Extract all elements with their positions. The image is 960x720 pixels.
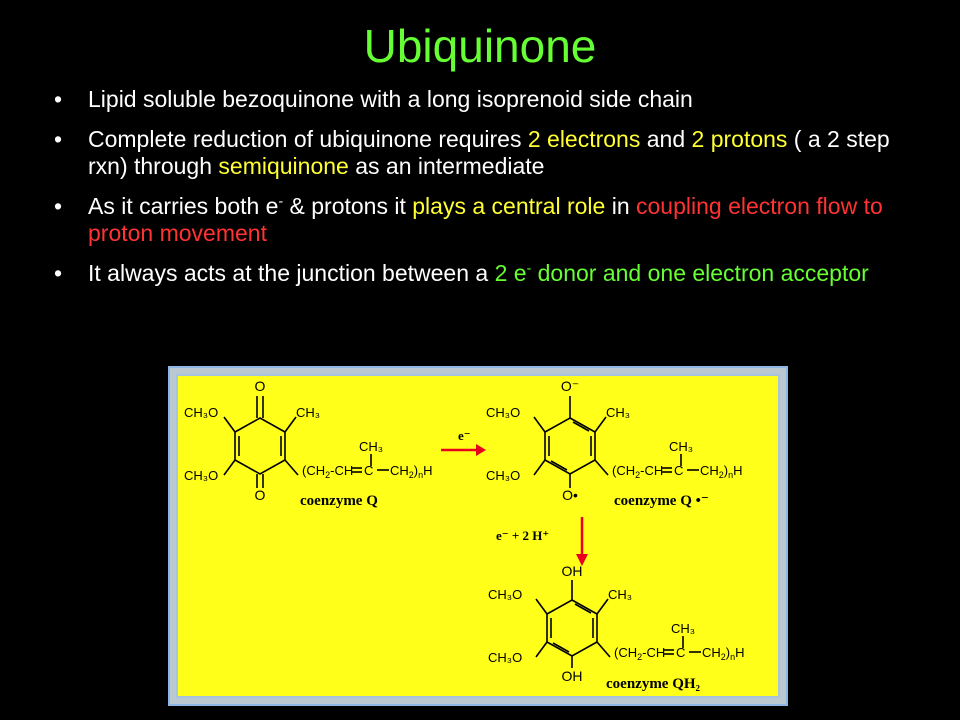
bullet-text: As it carries both e [88,193,279,219]
bullet-text: and [640,126,692,152]
svg-text:(CH2-CH: (CH2-CH [614,645,665,662]
methoxy-label: CH₃O [184,468,218,483]
svg-text:C: C [364,463,373,478]
slide-title: Ubiquinone [363,20,597,72]
diagram-panel [176,374,780,698]
bullet-text: in [605,193,636,219]
top-oxygen-label: O [255,378,266,394]
bullet-text: donor and one electron acceptor [531,260,869,286]
bullet-item: • It always acts at the junction between … [52,260,912,287]
isoprenoid-chain-label: (CH2-CH C CH2)nH [302,463,433,480]
bullet-text: It always acts at the junction between a [88,260,495,286]
bullet-item: • As it carries both e- & protons it play… [52,193,912,247]
bottom-oxygen-label: O• [562,487,578,503]
isoprenoid-chain-label: (CH2-CH C CH2)nH [612,463,743,480]
reduction-arrow-1: e⁻ [441,428,486,456]
bullet-text: Lipid soluble bezoquinone with a long is… [88,86,693,112]
top-hydroxyl-label: OH [562,563,583,579]
molecule-name: coenzyme Q [300,493,378,509]
bullet-text: 2 electrons [527,126,641,152]
molecule-coenzyme-q: O O CH₃O CH₃O CH₃ CH₃ (CH2-CH C CH2)nH c… [184,378,433,509]
top-oxygen-label: O⁻ [561,378,579,394]
bullet-text: semiquinone [218,153,349,179]
bullet-list: • Lipid soluble bezoquinone with a long i… [52,86,912,300]
svg-text:C: C [674,463,683,478]
bullet-item: • Complete reduction of ubiquinone requir… [52,126,912,180]
svg-text:C: C [676,645,685,660]
bullet-text: 2 protons [691,126,788,152]
methoxy-label: CH₃O [488,587,522,602]
bullet-dot-icon: • [54,86,63,112]
reduction-arrow-2: e⁻ + 2 H⁺ [496,517,588,566]
bottom-oxygen-label: O [255,487,266,503]
bullet-text: as an intermediate [348,153,545,179]
methoxy-label: CH₃O [486,468,520,483]
molecule-semiquinone: O⁻ O• CH₃O CH₃O CH₃ CH₃ (CH2-CH C CH2)nH… [486,378,743,509]
molecule-ubiquinol: OH OH CH₃O CH₃O CH₃ CH₃ (CH2-CH C CH2)nH… [488,563,745,692]
bullet-text: ( a 2 step rxn) through [88,126,890,179]
svg-text:(CH2-CH: (CH2-CH [302,463,353,480]
chain-methyl-label: CH₃ [669,439,693,454]
bullet-dot-icon: • [54,260,63,286]
bullet-dot-icon: • [54,126,63,152]
molecule-name: coenzyme Q •⁻ [614,493,709,509]
arrow1-label: e⁻ [458,428,471,443]
methoxy-label: CH₃O [184,405,218,420]
bullet-text: plays a central role [412,193,606,219]
molecule-name: coenzyme QH₂ [606,676,701,692]
ubiquinone-reduction-diagram: O O CH₃O CH₃O CH₃ CH₃ (CH2-CH C CH2)nH c… [184,378,745,692]
svg-text:CH2)nH: CH2)nH [702,645,745,662]
bullet-text: Complete reduction of ubiquinone require… [88,126,528,152]
methyl-label: CH₃ [608,587,632,602]
chain-methyl-label: CH₃ [671,621,695,636]
isoprenoid-chain-label: (CH2-CH C CH2)nH [614,645,745,662]
bullet-text: coupling electron flow to proton movemen… [88,193,883,246]
bullet-text: - [526,259,532,276]
methoxy-label: CH₃O [488,650,522,665]
svg-text:CH2)nH: CH2)nH [390,463,433,480]
bullet-text: 2 e [494,260,527,286]
bullet-text: - [278,192,284,209]
bullet-dot-icon: • [54,193,63,219]
methyl-label: CH₃ [606,405,630,420]
svg-text:(CH2-CH: (CH2-CH [612,463,663,480]
bullet-text: & protons it [283,193,413,219]
methyl-label: CH₃ [296,405,320,420]
chain-methyl-label: CH₃ [359,439,383,454]
arrow2-label: e⁻ + 2 H⁺ [496,528,549,543]
svg-text:CH2)nH: CH2)nH [700,463,743,480]
methoxy-label: CH₃O [486,405,520,420]
bullet-item: • Lipid soluble bezoquinone with a long i… [52,86,912,113]
bottom-hydroxyl-label: OH [562,668,583,684]
